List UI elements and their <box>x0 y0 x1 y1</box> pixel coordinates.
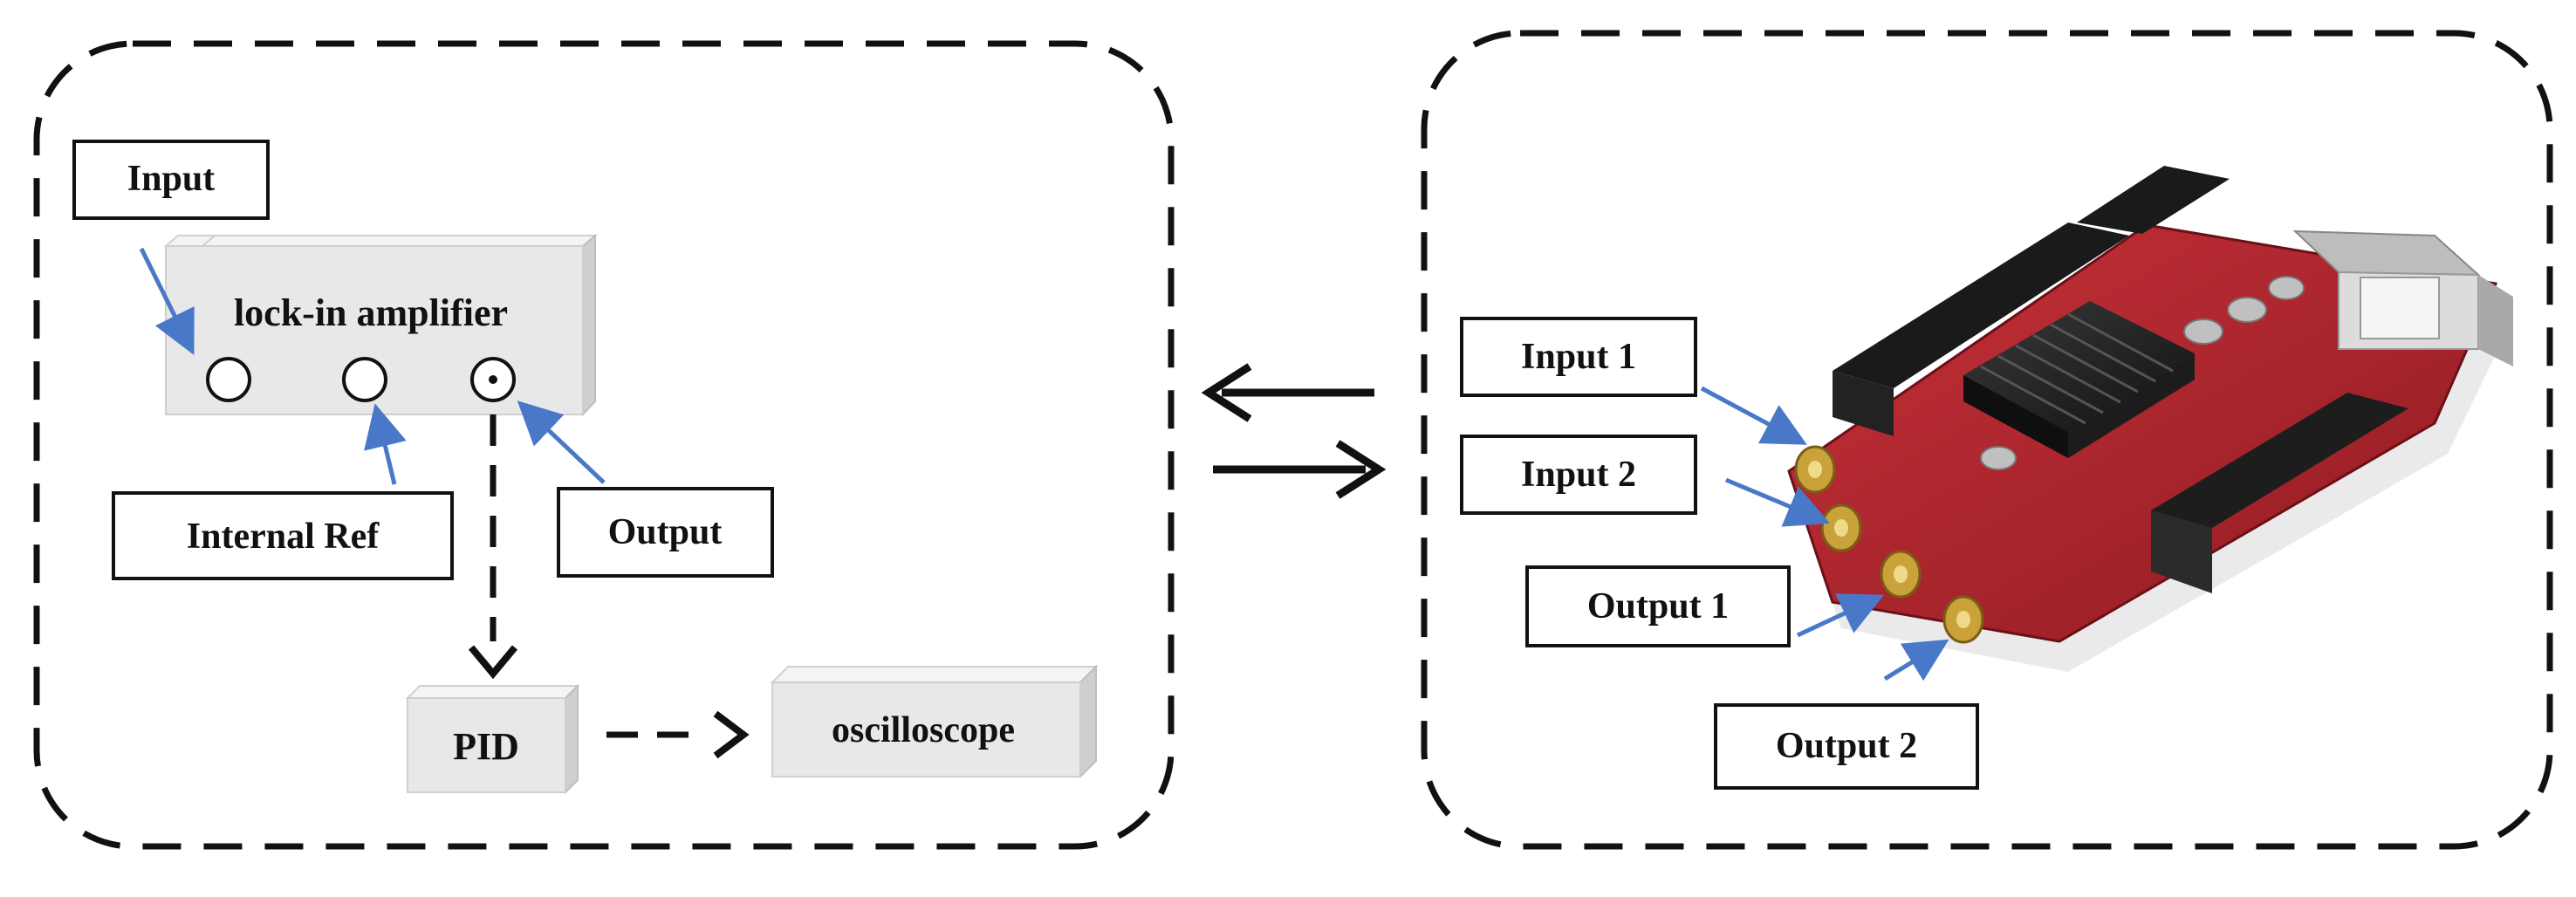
right-panel-border <box>1421 30 2553 850</box>
board-output1-label-box: Output 1 <box>1525 565 1791 647</box>
board-input2-arrow <box>1725 477 1831 527</box>
internal-ref-label: Internal Ref <box>187 517 380 557</box>
input-label-box: Input <box>72 140 270 220</box>
pid-box: PID <box>405 683 580 795</box>
input-label: Input <box>127 159 215 199</box>
input-port-icon <box>206 357 251 402</box>
pid-label: PID <box>453 725 519 768</box>
board-input1-arrow <box>1700 386 1807 445</box>
output-arrow <box>517 401 606 484</box>
red-pitaya-board-icon <box>1787 166 2513 672</box>
oscilloscope-box: oscilloscope <box>770 664 1099 779</box>
board-output2-arrow <box>1883 639 1949 681</box>
board-output2-label: Output 2 <box>1776 726 1917 766</box>
board-output1-label: Output 1 <box>1587 586 1729 627</box>
board-input2-label-box: Input 2 <box>1460 435 1697 515</box>
right-pointing-arrowhead <box>1335 440 1387 499</box>
board-output1-arrow <box>1796 593 1885 638</box>
internal-ref-label-box: Internal Ref <box>112 491 454 580</box>
board-input1-label: Input 1 <box>1521 337 1636 377</box>
ref-port-icon <box>342 357 387 402</box>
board-input1-label-box: Input 1 <box>1460 317 1697 397</box>
output-to-pid-arrowhead <box>468 645 518 680</box>
pid-to-oscilloscope-arrowhead <box>713 710 750 759</box>
left-panel-border <box>33 40 1175 850</box>
internal-ref-arrow <box>364 403 407 485</box>
left-pointing-arrowhead <box>1201 363 1252 422</box>
board-input2-label: Input 2 <box>1521 455 1636 495</box>
right-panel: Input 1 Input 2 Output 1 Output 2 <box>1421 30 2553 850</box>
lockin-amplifier-box: lock-in amplifier <box>163 233 598 417</box>
output-label-box: Output <box>557 487 774 578</box>
oscilloscope-label: oscilloscope <box>832 710 1015 750</box>
board-output2-label-box: Output 2 <box>1714 703 1979 790</box>
lockin-amplifier-label: lock-in amplifier <box>234 291 508 334</box>
output-label: Output <box>608 512 723 552</box>
exchange-arrows <box>1201 363 1387 499</box>
left-panel: Input lock-in amplifier Internal Ref Out… <box>33 40 1175 850</box>
input-arrow <box>139 247 195 355</box>
